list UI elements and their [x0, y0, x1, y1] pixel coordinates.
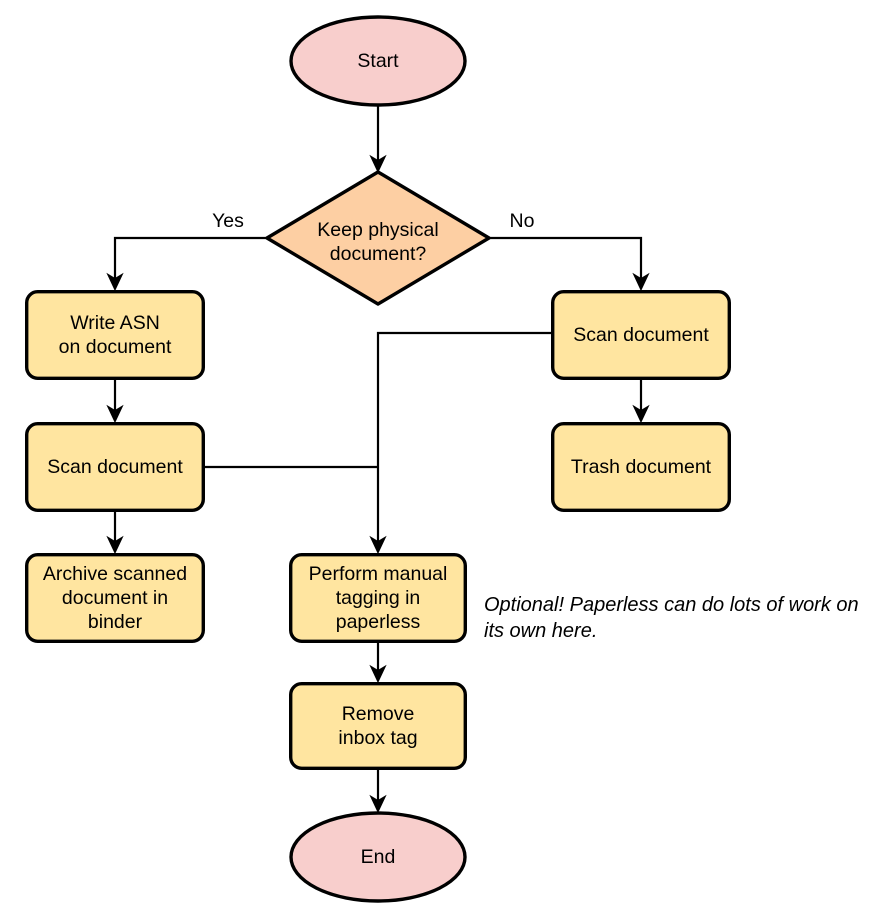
node-trash-document[interactable]: Trash document — [551, 422, 732, 513]
edge-decision-no: No — [490, 210, 650, 292]
arrow-head — [106, 404, 124, 424]
edge-scanright-to-tagging — [369, 331, 551, 555]
edge-label-no: No — [510, 210, 535, 232]
edge-line — [113, 236, 266, 282]
edge-scanleft-to-archive — [106, 512, 124, 555]
archive-binder-label-line2: document in — [62, 587, 168, 609]
edge-writeasn-to-scanleft — [106, 380, 124, 424]
arrow-head — [369, 664, 387, 684]
edge-decision-yes: Yes — [106, 210, 266, 292]
end-ellipse[interactable] — [289, 811, 467, 903]
edge-start-to-decision — [369, 106, 387, 174]
node-keep-physical-document[interactable]: Keep physical document? — [265, 170, 491, 306]
arrow-head — [369, 535, 387, 555]
arrow-head — [106, 535, 124, 555]
archive-binder-label-line1: Archive scanned — [43, 563, 187, 585]
write-asn-label-line1: Write ASN — [70, 312, 160, 334]
remove-inbox-tag-box[interactable] — [289, 682, 468, 771]
start-ellipse[interactable] — [289, 15, 467, 107]
scan-document-right-box[interactable] — [551, 290, 732, 381]
edge-scanright-to-trash — [632, 380, 650, 424]
arrow-head — [106, 272, 124, 292]
remove-inbox-tag-label-line2: inbox tag — [338, 727, 417, 749]
decision-label-line2: document? — [330, 243, 427, 265]
decision-diamond[interactable] — [265, 170, 491, 306]
node-write-asn[interactable]: Write ASN on document — [25, 290, 206, 381]
write-asn-label-line2: on document — [59, 336, 172, 358]
archive-binder-box[interactable] — [25, 553, 206, 644]
annotations-layer: Optional! Paperless can do lots of work … — [484, 594, 859, 642]
archive-binder-label-line3: binder — [88, 611, 143, 633]
arrow-head — [369, 154, 387, 174]
node-manual-tagging[interactable]: Perform manual tagging in paperless — [289, 553, 468, 644]
nodes-layer: Start Keep physical document? Write ASN … — [25, 15, 732, 903]
optional-note-line2: its own here. — [484, 620, 597, 642]
scan-document-left-box[interactable] — [25, 422, 206, 513]
edge-line — [490, 236, 643, 282]
end-label: End — [361, 846, 396, 868]
start-label: Start — [357, 50, 399, 72]
manual-tagging-label-line2: tagging in — [336, 587, 421, 609]
decision-label-line1: Keep physical — [317, 219, 438, 241]
arrow-head — [632, 404, 650, 424]
node-remove-inbox-tag[interactable]: Remove inbox tag — [289, 682, 468, 771]
trash-document-box[interactable] — [551, 422, 732, 513]
edges-layer: Yes No — [106, 106, 650, 814]
manual-tagging-label-line3: paperless — [336, 611, 421, 633]
edge-removetag-to-end — [369, 770, 387, 814]
optional-note-line1: Optional! Paperless can do lots of work … — [484, 594, 859, 616]
edge-label-yes: Yes — [212, 210, 244, 232]
node-scan-document-left[interactable]: Scan document — [25, 422, 206, 513]
manual-tagging-box[interactable] — [289, 553, 468, 644]
node-archive-binder[interactable]: Archive scanned document in binder — [25, 553, 206, 644]
arrow-head — [632, 272, 650, 292]
node-start[interactable]: Start — [289, 15, 467, 107]
write-asn-box[interactable] — [25, 290, 206, 381]
remove-inbox-tag-label-line1: Remove — [342, 703, 415, 725]
node-scan-document-right[interactable]: Scan document — [551, 290, 732, 381]
edge-line — [376, 331, 551, 545]
node-end[interactable]: End — [289, 811, 467, 903]
manual-tagging-label-line1: Perform manual — [309, 563, 448, 585]
annotation-optional-note: Optional! Paperless can do lots of work … — [484, 594, 859, 642]
trash-document-label: Trash document — [571, 456, 712, 478]
arrow-head — [369, 794, 387, 814]
scan-document-left-label: Scan document — [47, 456, 183, 478]
scan-document-right-label: Scan document — [573, 324, 709, 346]
edge-tagging-to-removetag — [369, 643, 387, 684]
